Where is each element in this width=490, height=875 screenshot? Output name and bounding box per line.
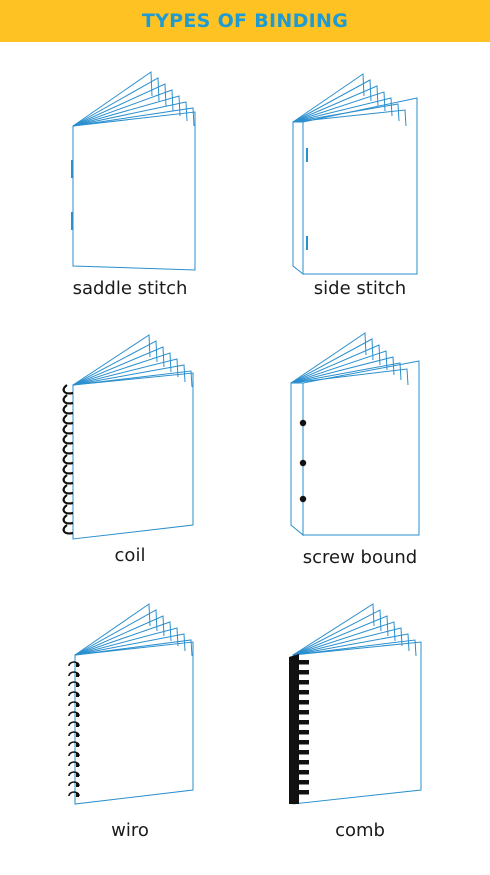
binding-label: screw bound — [302, 547, 418, 568]
page-header: TYPES OF BINDING — [0, 0, 490, 42]
screw-bound-book-icon — [290, 332, 420, 537]
comb-book-icon — [289, 603, 422, 805]
binding-label: wiro — [111, 820, 149, 841]
saddle-stitch-book-icon — [71, 71, 196, 271]
binding-label: coil — [114, 545, 146, 566]
page-title: TYPES OF BINDING — [141, 10, 349, 32]
binding-comb: comb — [255, 600, 465, 850]
binding-label: side stitch — [313, 278, 407, 299]
binding-wiro: wiro — [25, 600, 235, 850]
coil-book-icon — [62, 334, 194, 540]
binding-saddle-stitch: saddle stitch — [25, 60, 235, 310]
binding-label: comb — [335, 820, 385, 841]
wiro-book-icon — [68, 603, 194, 805]
binding-screw-bound: screw bound — [255, 325, 465, 575]
side-stitch-book-icon — [292, 73, 418, 276]
binding-coil: coil — [25, 325, 235, 575]
binding-side-stitch: side stitch — [255, 60, 465, 310]
binding-label: saddle stitch — [72, 278, 188, 299]
